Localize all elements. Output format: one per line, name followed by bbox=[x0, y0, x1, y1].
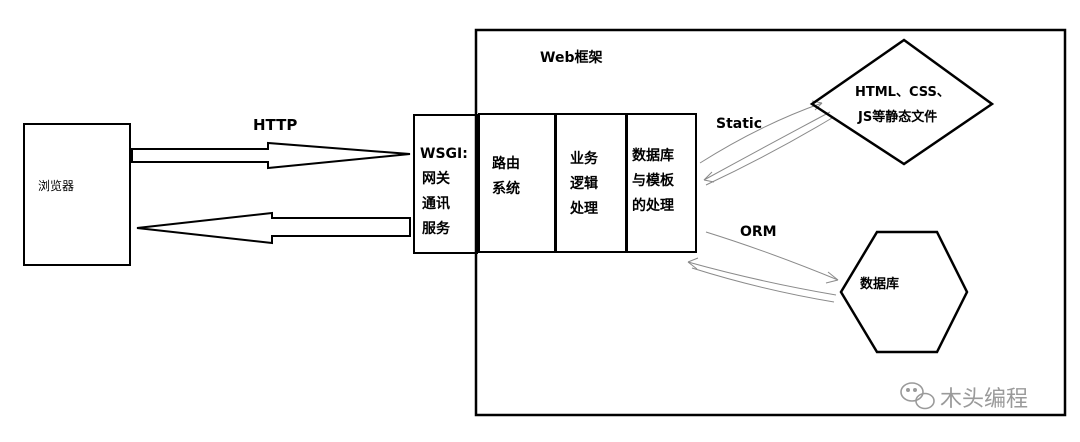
business-line-3: 处理 bbox=[569, 200, 598, 217]
request-arrow bbox=[131, 141, 411, 170]
browser-box bbox=[23, 123, 131, 266]
response-arrow bbox=[136, 211, 411, 245]
routing-line-1: 路由 bbox=[492, 155, 520, 172]
wechat-icon bbox=[900, 382, 935, 410]
static-files-diamond bbox=[809, 38, 995, 166]
wsgi-line-2: 网关 bbox=[422, 170, 450, 187]
wsgi-box bbox=[413, 114, 478, 254]
db-template-line-3: 的处理 bbox=[632, 197, 674, 214]
web-framework-title: Web框架 bbox=[540, 49, 602, 66]
business-line-1: 业务 bbox=[570, 150, 599, 167]
business-line-2: 逻辑 bbox=[570, 175, 598, 192]
orm-label: ORM bbox=[740, 224, 777, 240]
web-framework-frame bbox=[474, 28, 1067, 417]
db-template-line-2: 与模板 bbox=[632, 172, 675, 189]
watermark-text: 木头编程 bbox=[940, 387, 1028, 412]
database-label: 数据库 bbox=[860, 276, 899, 292]
static-arrows bbox=[699, 100, 833, 186]
browser-label: 浏览器 bbox=[38, 178, 74, 193]
wsgi-line-3: 通讯 bbox=[422, 196, 450, 212]
routing-line-2: 系统 bbox=[492, 180, 520, 197]
static-label: Static bbox=[716, 116, 762, 132]
db-template-box bbox=[626, 113, 697, 253]
wsgi-line-4: 服务 bbox=[422, 220, 451, 237]
orm-arrows bbox=[687, 231, 839, 303]
http-label: HTTP bbox=[253, 116, 297, 134]
static-files-line-1: HTML、CSS、 bbox=[855, 85, 950, 100]
static-files-line-2: JS等静态文件 bbox=[857, 109, 937, 125]
db-template-line-1: 数据库 bbox=[632, 147, 674, 164]
wsgi-line-1: WSGI: bbox=[420, 146, 468, 162]
database-hexagon bbox=[839, 230, 969, 354]
